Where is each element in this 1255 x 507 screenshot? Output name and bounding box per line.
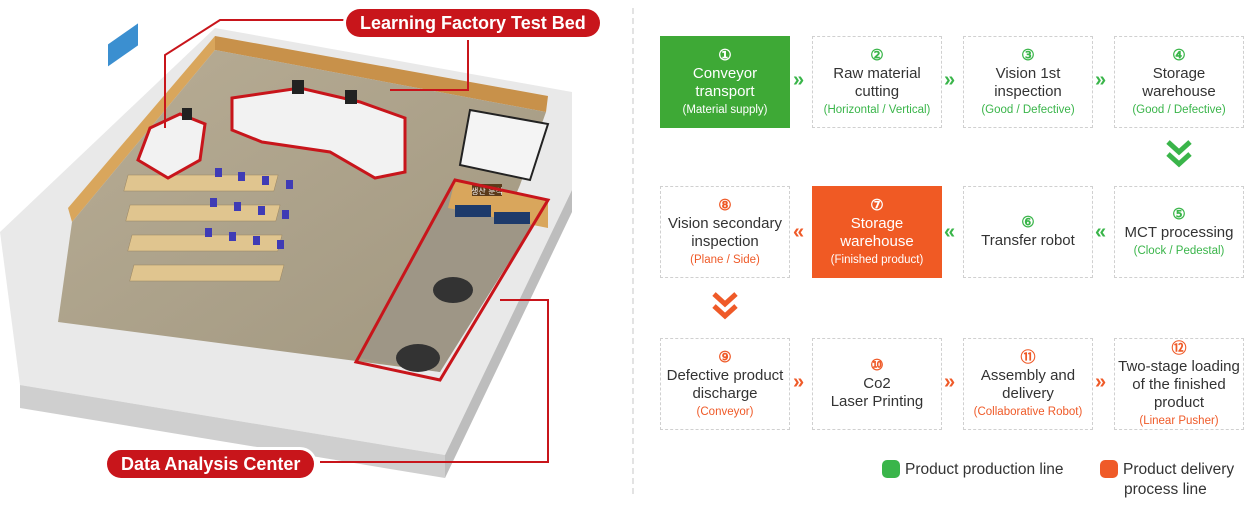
step-10-box: ⑩ Co2 Laser Printing (812, 338, 942, 430)
step-9-subtitle: (Conveyor) (696, 405, 754, 418)
step-1-box: ① Conveyor transport (Material supply) (660, 36, 790, 128)
step-7-title-line-2: warehouse (840, 232, 914, 250)
arrow-down-icon (1166, 140, 1192, 168)
step-7-subtitle: (Finished product) (830, 253, 924, 266)
step-5-title-line-1: MCT processing (1124, 223, 1234, 241)
step-4-subtitle: (Good / Defective) (1132, 103, 1226, 116)
step-11-box: ⑪ Assembly and delivery (Collaborative R… (963, 338, 1093, 430)
step-1-subtitle: (Material supply) (682, 103, 768, 116)
arrow-left-icon: « (793, 221, 805, 243)
step-2-subtitle: (Horizontal / Vertical) (823, 103, 931, 116)
step-3-number: ③ (1021, 46, 1035, 64)
step-5-number: ⑤ (1172, 205, 1186, 223)
step-6-number: ⑥ (1021, 214, 1035, 231)
factory-machines (136, 80, 407, 180)
arrow-left-icon: « (1095, 221, 1107, 243)
front-wall-base (20, 385, 445, 478)
left-wood-wall (68, 36, 215, 222)
step-12-box: ⑫ Two-stage loading of the finished prod… (1114, 338, 1244, 430)
step-9-number: ⑨ (718, 348, 732, 366)
chairs (205, 168, 293, 249)
step-3-title-line-1: Vision 1st (995, 64, 1061, 82)
step-8-number: ⑧ (718, 196, 732, 214)
arrow-right-icon: » (1095, 371, 1107, 393)
floor-plan-illustration: 생산 분석 Learning Factory Test Bed (0, 0, 630, 502)
legend-delivery-swatch (1100, 460, 1118, 478)
step-3-subtitle: (Good / Defective) (981, 103, 1075, 116)
section-divider (632, 8, 634, 494)
monitor-screen (494, 212, 530, 224)
analysis-floor (360, 180, 548, 372)
step-6-box: ⑥ Transfer robot (963, 186, 1093, 278)
room-3d-view: 생산 분석 (0, 19, 572, 478)
round-table (433, 277, 473, 303)
callout-line-datacenter (320, 299, 549, 463)
step-4-title-line-2: warehouse (1142, 82, 1216, 100)
step-10-title-line-2: Laser Printing (830, 393, 924, 410)
step-12-title-line-2: of the finished (1132, 375, 1226, 393)
step-6-title-line-1: Transfer robot (981, 232, 1075, 249)
arrow-down-icon (712, 292, 738, 320)
step-4-box: ④ Storage warehouse (Good / Defective) (1114, 36, 1244, 128)
step-4-number: ④ (1172, 46, 1186, 64)
monitor-screen (455, 205, 491, 217)
step-12-title-line-1: Two-stage loading (1118, 357, 1240, 375)
legend-delivery-label-line-1: Product delivery (1123, 461, 1235, 478)
step-12-title-line-3: product (1153, 393, 1205, 411)
step-3-title-line-2: inspection (994, 82, 1062, 100)
arrow-right-icon: » (944, 69, 956, 91)
step-1-title-line-1: Conveyor (692, 64, 758, 82)
step-10-title-line-1: Co2 (863, 375, 891, 392)
step-3-box: ③ Vision 1st inspection (Good / Defectiv… (963, 36, 1093, 128)
back-wood-wall (215, 36, 548, 112)
step-9-title-line-2: discharge (692, 384, 758, 402)
step-5-subtitle: (Clock / Pedestal) (1133, 244, 1225, 257)
step-8-title-line-1: Vision secondary (668, 214, 782, 232)
legend-production-label: Product production line (905, 461, 1064, 478)
arrow-right-icon: » (1095, 69, 1107, 91)
label-data-analysis-center: Data Analysis Center (107, 450, 315, 478)
step-9-title-line-1: Defective product (666, 366, 784, 384)
arrow-left-icon: « (944, 221, 956, 243)
desk-grid (123, 174, 285, 282)
step-12-subtitle: (Linear Pusher) (1139, 414, 1219, 427)
step-8-title-line-2: inspection (691, 232, 759, 250)
label-learning-factory-test-bed: Learning Factory Test Bed (346, 9, 600, 37)
arrow-right-icon: » (793, 371, 805, 393)
step-2-title-line-2: cutting (854, 82, 900, 100)
step-1-number: ① (718, 46, 732, 64)
step-11-number: ⑪ (1020, 348, 1036, 366)
legend-production-swatch (882, 460, 900, 478)
step-10-number: ⑩ (870, 357, 884, 374)
analysis-sign-text: 생산 분석 (471, 186, 503, 196)
step-7-box: ⑦ Storage warehouse (Finished product) (812, 186, 942, 278)
wall-poster (108, 23, 138, 67)
side-wall-base (445, 190, 572, 478)
step-11-title-line-1: Assembly and (980, 366, 1076, 384)
step-5-box: ⑤ MCT processing (Clock / Pedestal) (1114, 186, 1244, 278)
round-table (396, 344, 440, 372)
arrow-right-icon: » (944, 371, 956, 393)
step-9-box: ⑨ Defective product discharge (Conveyor) (660, 338, 790, 430)
legend-delivery-label-line-2: process line (1124, 481, 1207, 498)
step-7-title-line-1: Storage (850, 214, 904, 232)
step-1-title-line-2: transport (695, 82, 755, 100)
small-room (458, 108, 550, 182)
step-11-title-line-2: delivery (1002, 384, 1054, 402)
step-8-box: ⑧ Vision secondary inspection (Plane / S… (660, 186, 790, 278)
analysis-outline (353, 178, 551, 382)
step-2-title-line-1: Raw material (833, 64, 921, 82)
step-8-subtitle: (Plane / Side) (690, 253, 760, 266)
step-7-number: ⑦ (870, 196, 884, 214)
step-4-title-line-1: Storage (1152, 64, 1206, 82)
step-12-number: ⑫ (1171, 339, 1187, 357)
arrow-right-icon: » (793, 69, 805, 91)
step-2-number: ② (870, 46, 884, 64)
step-11-subtitle: (Collaborative Robot) (973, 405, 1083, 418)
step-2-box: ② Raw material cutting (Horizontal / Ver… (812, 36, 942, 128)
